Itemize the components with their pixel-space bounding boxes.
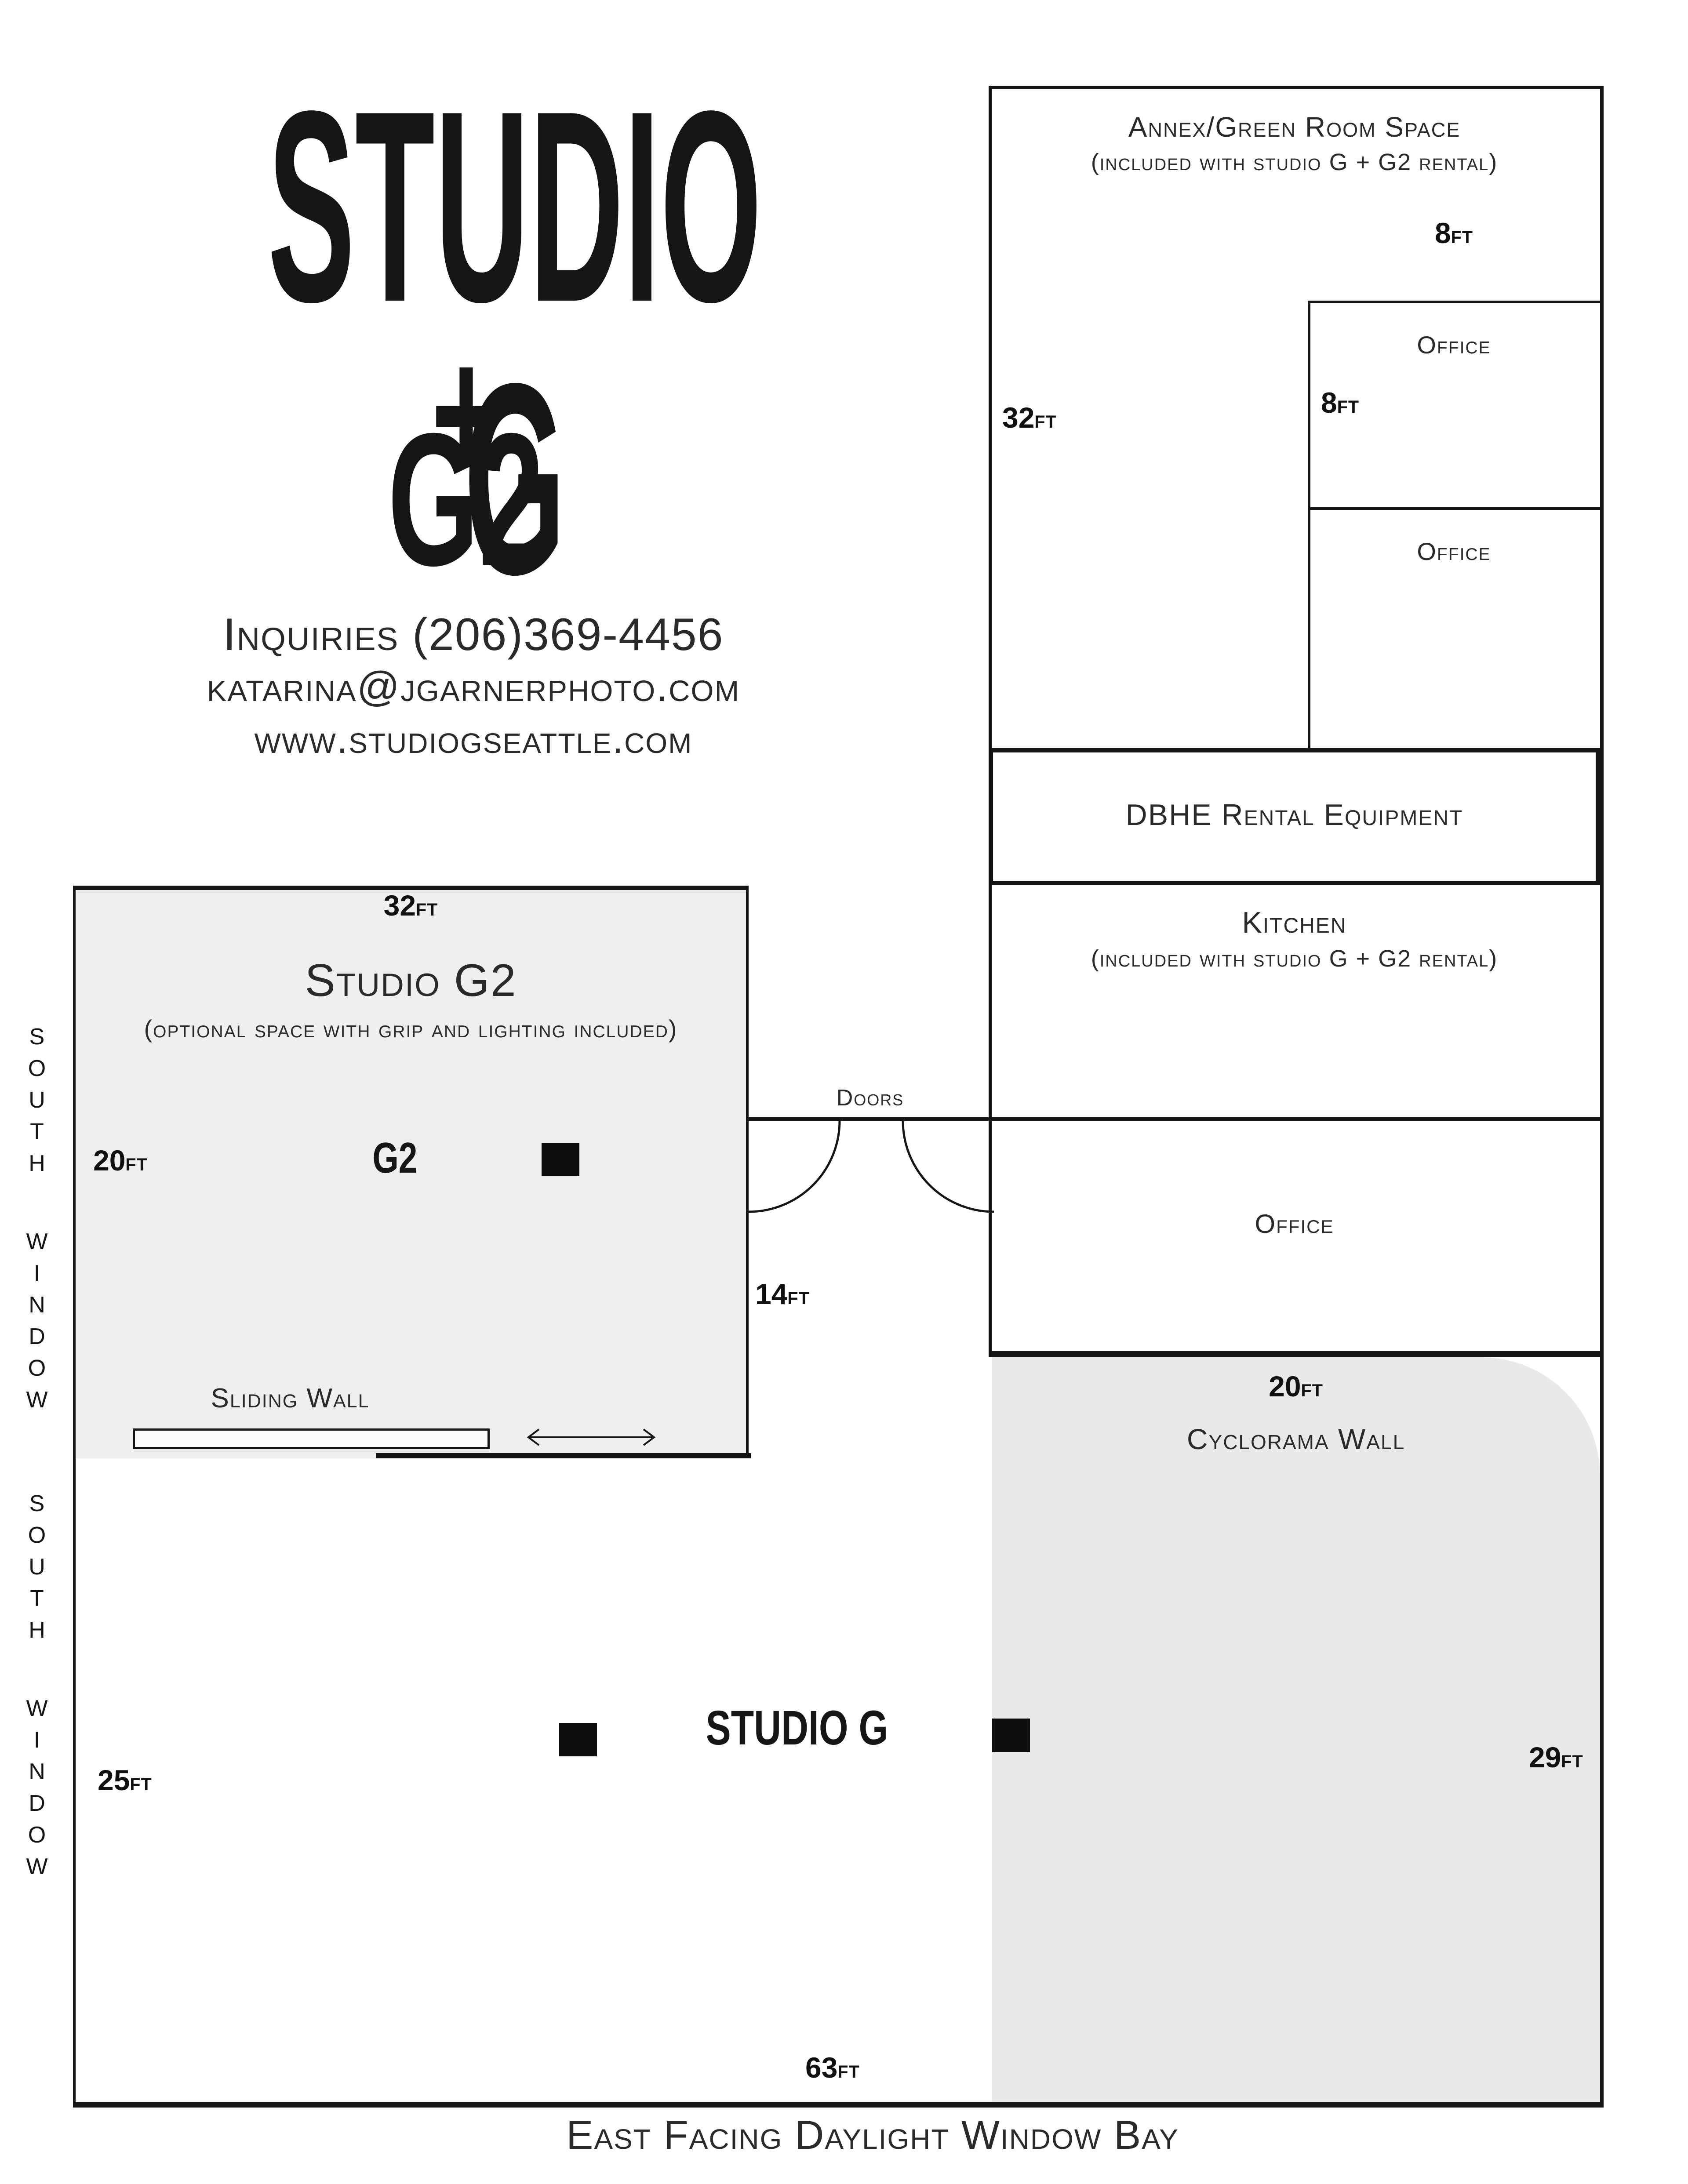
cyclorama-height-dim: 29FT <box>1529 1741 1583 1774</box>
g2-floor-label-wrap: G2 <box>285 1133 505 1183</box>
g2-width-dim: 32FT <box>73 889 749 922</box>
g2-width-value: 32 <box>383 889 416 922</box>
contact-inquiries: Inquiries (206)369-4456 <box>223 609 724 660</box>
door-width-value: 14 <box>755 1278 788 1310</box>
studio-g2-note: (optional space with grip and lighting i… <box>144 1015 678 1043</box>
dbhe-label: DBHE Rental Equipment <box>1125 798 1463 832</box>
studio-g-height-value: 25 <box>98 1764 130 1796</box>
studio-g-width-dim: 63FT <box>805 2051 860 2084</box>
office-middle-label: Office <box>1255 1209 1334 1239</box>
studio-g-label-wrap: STUDIO G <box>577 1700 1017 1756</box>
office-bottom-room <box>1308 510 1600 748</box>
east-window-label: East Facing Daylight Window Bay <box>566 2113 1179 2158</box>
kitchen-label: Kitchen <box>1242 906 1347 939</box>
page-title-line2: G2 <box>92 391 840 608</box>
annex-room <box>989 86 1600 748</box>
studio-g2-name: Studio G2 <box>305 955 517 1006</box>
annex-name: Annex/Green Room Space <box>1128 111 1461 143</box>
door-width-unit: FT <box>787 1289 810 1308</box>
page-title-plus: + <box>92 303 840 525</box>
g2-floor-label: G2 <box>372 1134 417 1182</box>
sliding-wall-panel <box>133 1428 490 1449</box>
studio-g2-room <box>73 886 749 1458</box>
page-title-line1: STUDIO G <box>0 70 835 636</box>
plus-glyph: + <box>431 306 501 522</box>
studio-g-label: STUDIO G <box>706 1701 888 1755</box>
door-swing-arcs-icon <box>748 1120 994 1213</box>
annex-height-unit: FT <box>1034 412 1057 432</box>
cyclorama-width-value: 20 <box>1269 1370 1301 1403</box>
kitchen-room <box>989 885 1600 1121</box>
office-width-unit: FT <box>1451 228 1473 247</box>
cyclorama-height-value: 29 <box>1529 1741 1561 1773</box>
south-window-upper-label: SOUTH WINDOW <box>24 1024 50 1419</box>
office-width-dim: 8FT <box>1308 216 1600 250</box>
g2-width-unit: FT <box>416 900 438 919</box>
door-width-dim: 14FT <box>755 1277 810 1311</box>
office-top-label: Office <box>1417 331 1491 359</box>
wall-bottom <box>73 2102 1604 2108</box>
studio-g-height-unit: FT <box>130 1775 152 1794</box>
annex-height-dim: 32FT <box>1002 401 1057 434</box>
g2-height-value: 20 <box>93 1144 126 1177</box>
cyclorama-width-unit: FT <box>1301 1381 1323 1400</box>
annex-note: (included with studio G + G2 rental) <box>1091 149 1498 175</box>
kitchen-note: (included with studio G + G2 rental) <box>1091 945 1498 972</box>
cyclorama-label: Cyclorama Wall <box>1186 1423 1405 1455</box>
column-marker-studio-g-left <box>559 1723 597 1756</box>
contact-website: www.studiogseattle.com <box>254 717 693 762</box>
studio-g-width-value: 63 <box>805 2051 838 2084</box>
doors-label: Doors <box>836 1085 904 1111</box>
dbhe-room <box>989 748 1600 885</box>
cyclorama-height-unit: FT <box>1561 1752 1583 1771</box>
office-height-dim: 8FT <box>1321 386 1359 419</box>
slide-direction-arrow-icon <box>527 1428 656 1446</box>
office-top-room <box>1308 301 1600 510</box>
cyclorama-area <box>992 1357 1600 2102</box>
annex-height-value: 32 <box>1002 401 1035 434</box>
office-width-value: 8 <box>1434 217 1451 249</box>
g2-bottom-wall-segment <box>376 1453 751 1458</box>
cyclorama-width-dim: 20FT <box>992 1370 1600 1403</box>
wall-left-studio-g <box>73 1458 76 2108</box>
doors-header-wall <box>749 1117 992 1121</box>
contact-email: katarina@jgarnerphoto.com <box>207 663 740 710</box>
office-height-value: 8 <box>1321 386 1337 419</box>
office-bottom-label: Office <box>1417 538 1491 565</box>
column-marker-g2 <box>542 1143 579 1176</box>
studio-g-height-dim: 25FT <box>98 1763 152 1797</box>
office-height-unit: FT <box>1337 397 1360 417</box>
sliding-wall-label: Sliding Wall <box>211 1383 370 1414</box>
column-marker-studio-g-right <box>992 1719 1030 1752</box>
g2-height-dim: 20FT <box>93 1144 148 1177</box>
south-window-lower-label: SOUTH WINDOW <box>24 1491 50 1886</box>
page-title-line2-text: G2 <box>388 394 544 605</box>
office-middle-room <box>989 1121 1600 1357</box>
g2-height-unit: FT <box>125 1155 148 1174</box>
wall-right <box>1600 86 1604 2108</box>
studio-g-width-unit: FT <box>837 2062 860 2082</box>
page-title-line1-text: STUDIO G <box>267 55 762 631</box>
